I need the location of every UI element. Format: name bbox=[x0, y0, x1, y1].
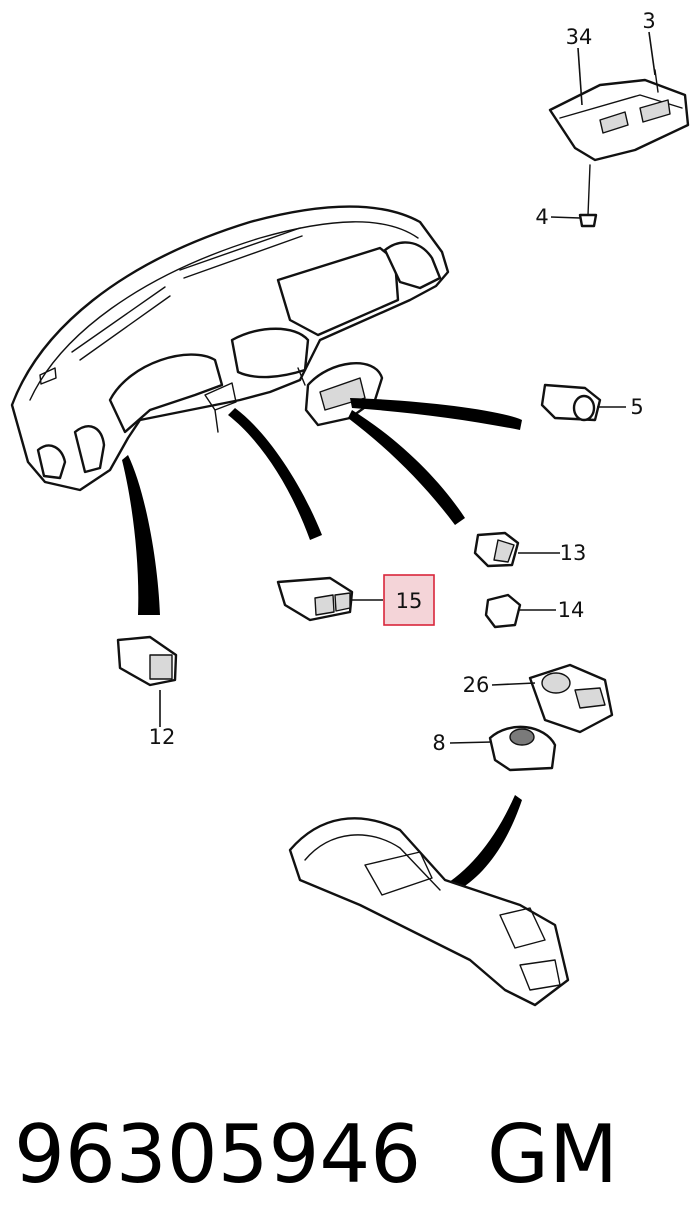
switch-panel-26 bbox=[528, 663, 614, 734]
center-console bbox=[288, 817, 570, 1007]
callout-26: 26 bbox=[463, 673, 490, 697]
callout-34: 34 bbox=[566, 25, 593, 49]
leader-band-12 bbox=[122, 455, 160, 615]
part-number: 96305946 bbox=[14, 1108, 421, 1201]
shift-cover-8 bbox=[488, 725, 557, 772]
brand-name: GM bbox=[487, 1108, 618, 1201]
switch-15 bbox=[276, 576, 354, 622]
switch-12 bbox=[116, 635, 178, 687]
highlight-box-15 bbox=[383, 574, 435, 626]
callout-14: 14 bbox=[558, 598, 585, 622]
leader-band-8 bbox=[440, 795, 522, 895]
leader-band-13 bbox=[348, 410, 465, 525]
knob-14 bbox=[484, 593, 522, 629]
instrument-panel bbox=[10, 205, 450, 492]
callout-12: 12 bbox=[149, 725, 176, 749]
callout-4: 4 bbox=[535, 205, 548, 229]
callout-5: 5 bbox=[630, 395, 643, 419]
switch-13 bbox=[473, 531, 520, 568]
callout-13: 13 bbox=[560, 541, 587, 565]
leader-band-15 bbox=[228, 408, 322, 540]
callout-3: 3 bbox=[642, 9, 655, 33]
switch-5 bbox=[540, 383, 602, 422]
callout-15[interactable]: 15 bbox=[396, 589, 423, 613]
leader-band-5 bbox=[350, 398, 522, 430]
gauge-housing bbox=[548, 69, 690, 228]
callout-8: 8 bbox=[432, 731, 445, 755]
center-vent-bracket bbox=[304, 362, 384, 427]
